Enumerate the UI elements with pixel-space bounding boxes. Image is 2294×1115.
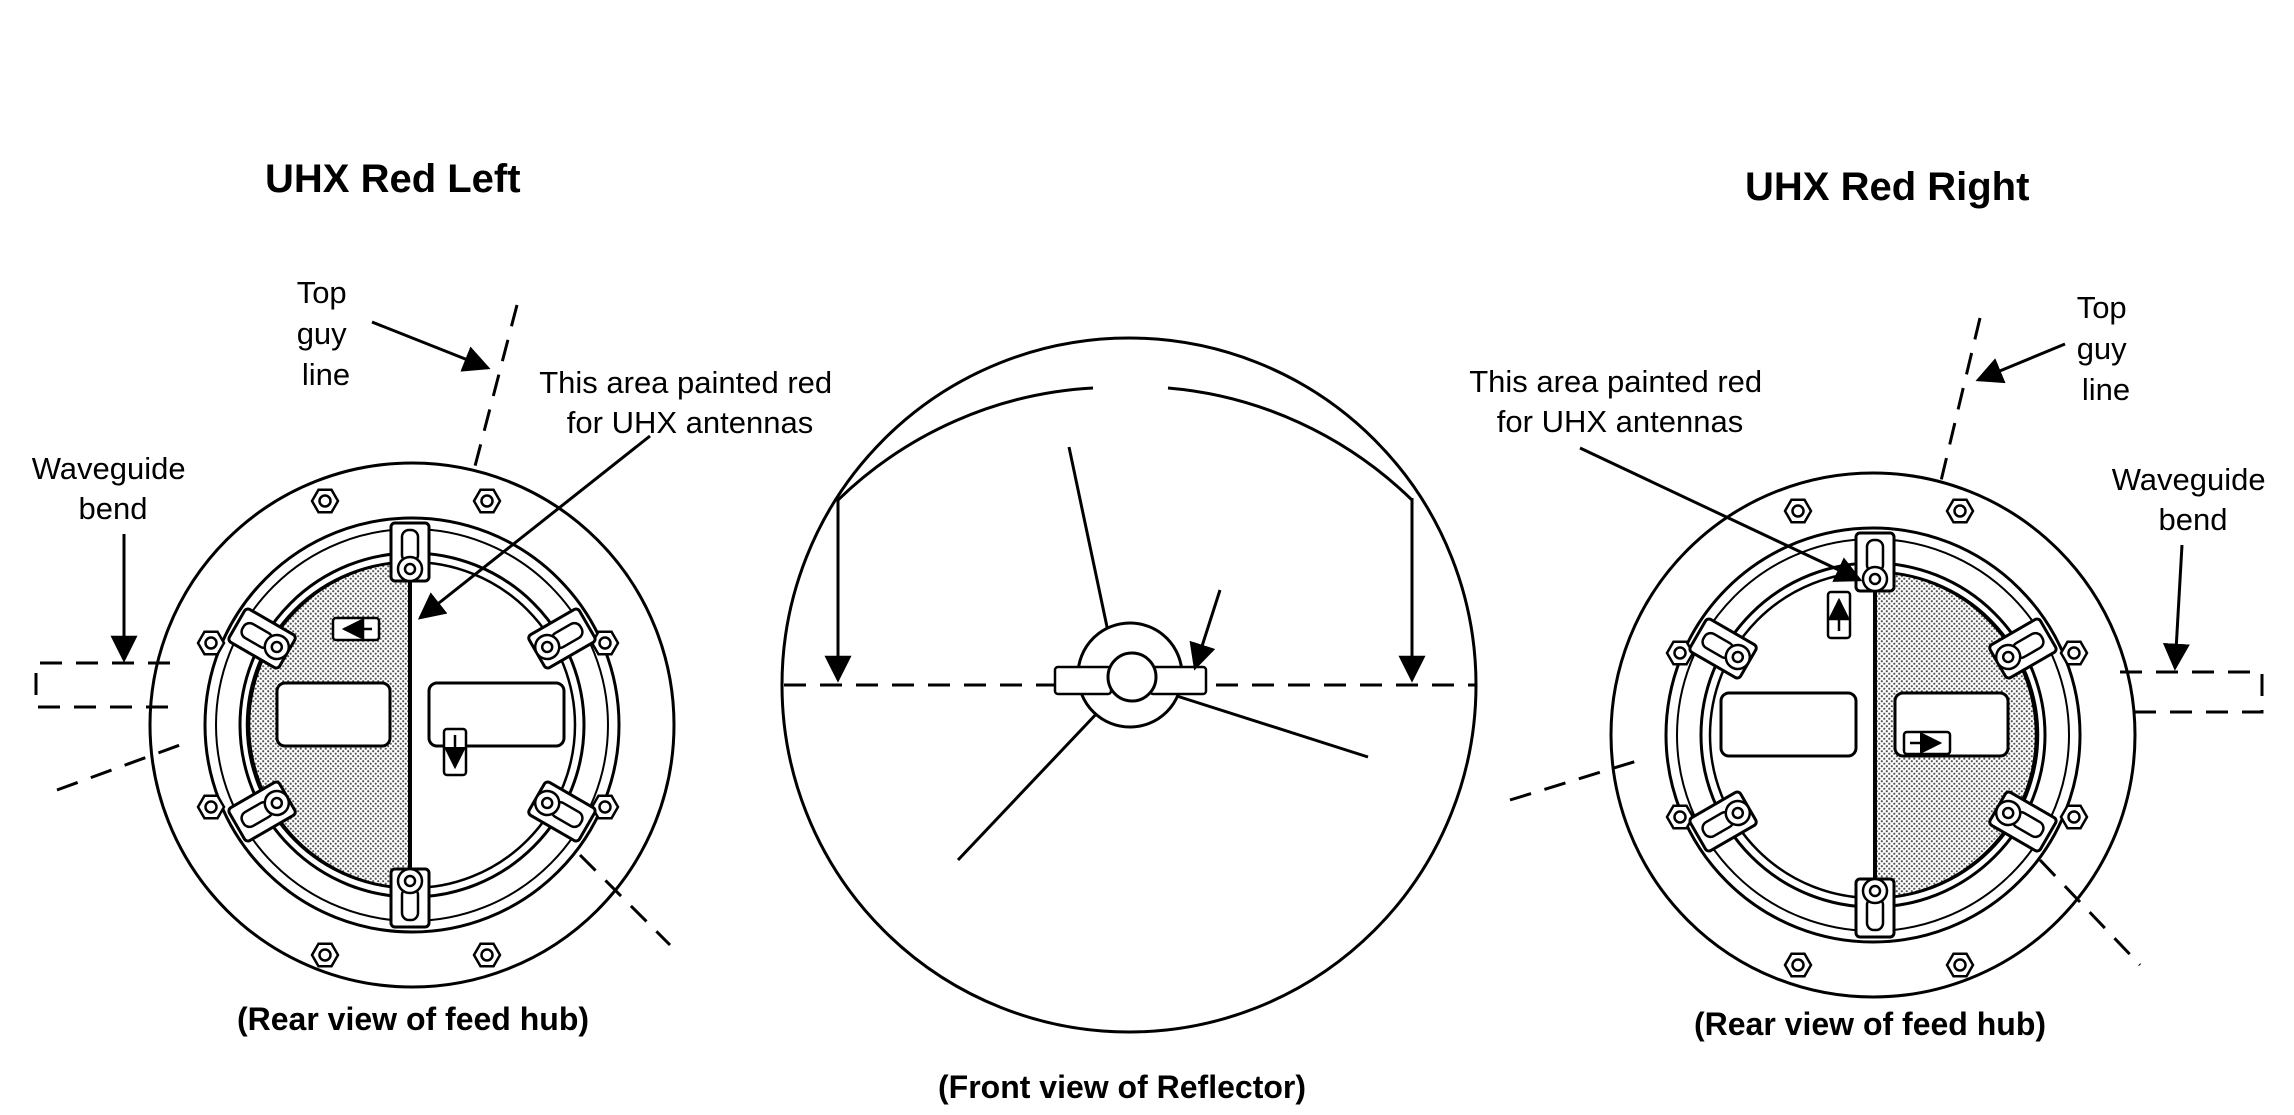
right-feed-hub	[1611, 473, 2135, 997]
center-caption: (Front view of Reflector)	[938, 1069, 1306, 1105]
left-arrow-plate-lower	[442, 727, 468, 777]
right-top-guy-leader	[1975, 342, 2066, 384]
left-feed-hub	[150, 463, 674, 987]
right-arrow-plate-lower	[1902, 730, 1952, 756]
right-painted-label: This area painted red for UHX antennas	[1469, 364, 1771, 439]
right-waveguide-label: Waveguide bend	[2112, 462, 2275, 537]
right-guy-lines	[1509, 317, 2142, 967]
left-arrow-plate-upper	[331, 616, 381, 642]
left-painted-leader	[417, 434, 651, 620]
right-painted-leader	[1579, 446, 1863, 582]
left-title: UHX Red Left	[265, 157, 521, 201]
right-top-guy-label: Top guy line	[2077, 290, 2136, 407]
left-top-guy-leader	[371, 320, 491, 372]
left-top-guy-label: Top guy line	[297, 275, 356, 392]
left-painted-label: This area painted red for UHX antennas	[539, 365, 841, 440]
left-waveguide-label: Waveguide bend	[32, 451, 195, 526]
left-guy-lines	[56, 304, 672, 947]
right-title: UHX Red Right	[1745, 165, 2029, 209]
reflector-front-view	[780, 336, 1478, 1034]
left-caption: (Rear view of feed hub)	[237, 1001, 589, 1037]
right-arrow-plate-upper	[1826, 590, 1852, 640]
left-waveguide-stub	[34, 661, 170, 709]
right-waveguide-leader	[2162, 544, 2190, 671]
right-waveguide-stub	[2120, 670, 2264, 714]
right-caption: (Rear view of feed hub)	[1694, 1006, 2046, 1042]
